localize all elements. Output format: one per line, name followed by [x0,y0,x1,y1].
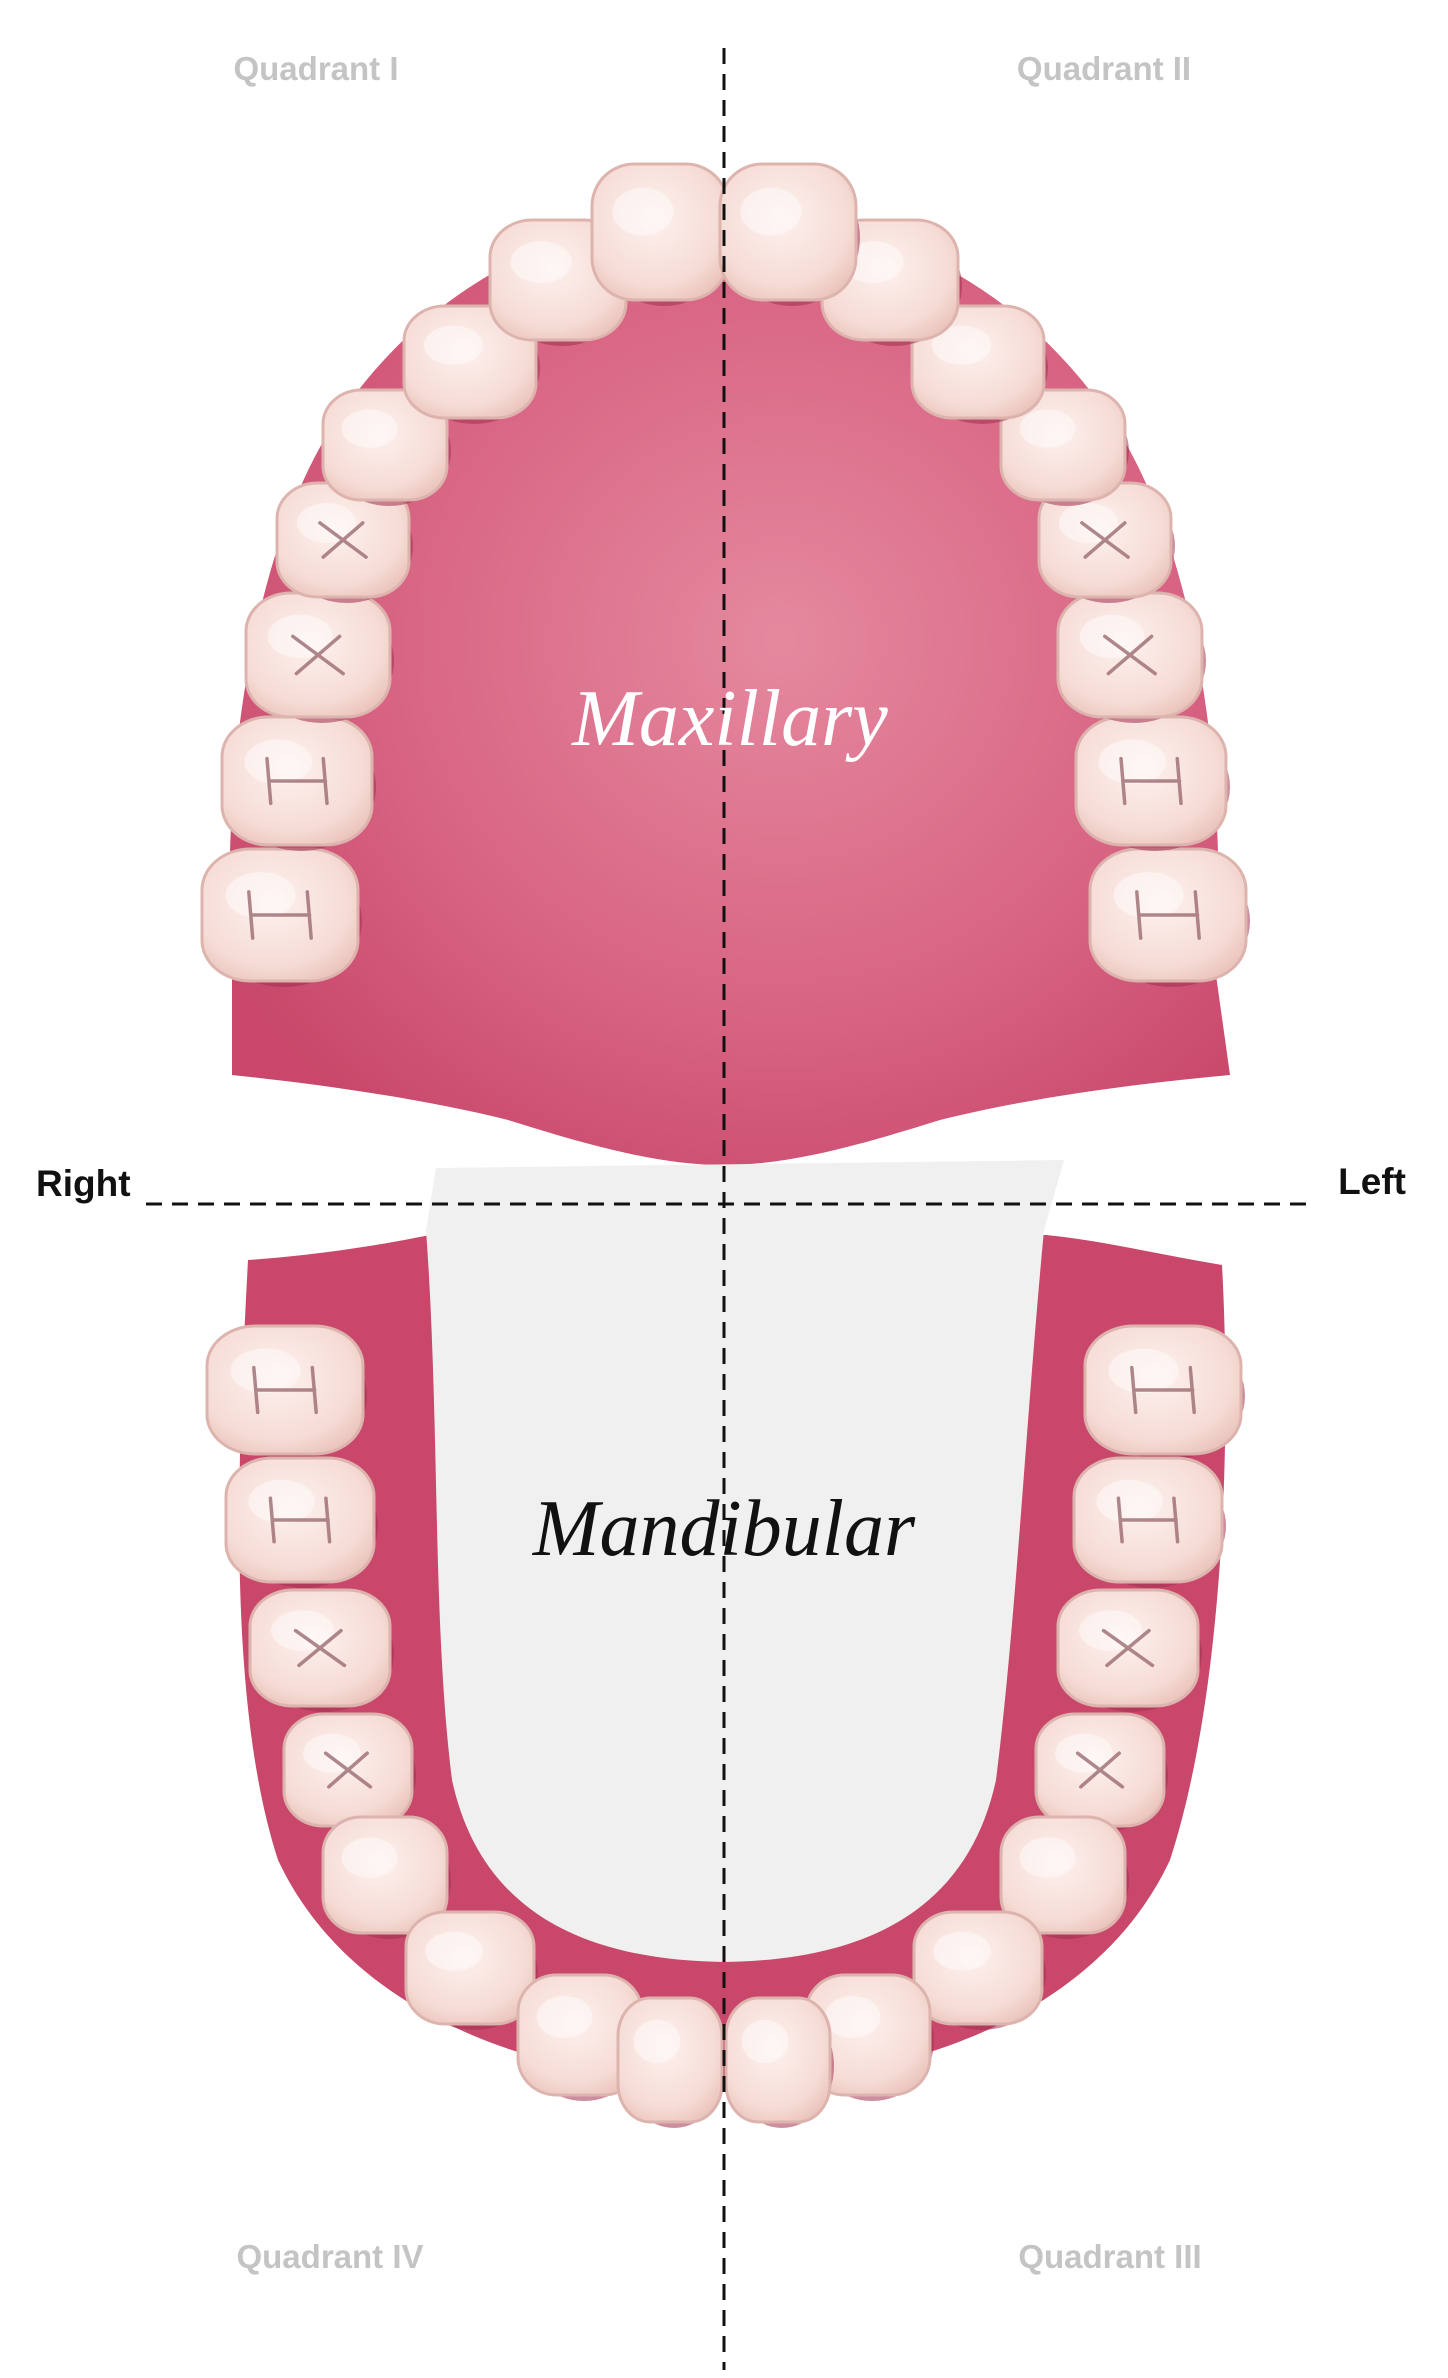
mandibular-tooth-right-6 [404,1910,538,2030]
maxillary-gum [229,210,1231,1165]
maxillary-tooth-left-4 [1037,481,1175,603]
maxillary-tooth-left-5 [999,388,1129,506]
mandibular-tooth-right-3 [248,1588,394,1712]
maxillary-tooth-right-1 [200,847,362,987]
mandibular-tooth-left-6 [912,1910,1046,2030]
maxillary-tooth-right-3 [244,591,394,723]
mandibular-tooth-left-8 [724,1996,834,2128]
mandibular-tooth-left-3 [1056,1588,1202,1712]
mandibular-tooth-left-4 [1034,1712,1168,1832]
mandibular-tooth-right-8 [616,1996,726,2128]
mandibular-tooth-left-1 [1083,1324,1245,1460]
left-label: Left [1338,1161,1406,1202]
mandibular-tooth-right-5 [321,1815,451,1939]
tongue [426,1160,1064,1962]
mandibular-tooth-left-7 [804,1973,934,2101]
maxillary-tooth-left-8 [718,162,860,306]
maxillary-tooth-right-8 [590,162,732,306]
mandibular-tooth-right-7 [516,1973,646,2101]
mandibular-tooth-right-1 [205,1324,367,1460]
maxillary-tooth-left-2 [1074,715,1230,851]
maxillary-tooth-right-4 [275,481,413,603]
right-label: Right [36,1163,131,1204]
maxillary-teeth [200,162,1250,987]
maxillary-tooth-left-3 [1056,591,1206,723]
quadrant-3-label: Quadrant III [1018,2238,1201,2275]
maxillary-tooth-right-2 [220,715,376,851]
maxillary-tooth-right-5 [321,388,451,506]
maxillary-tooth-left-1 [1088,847,1250,987]
mandibular-tooth-left-2 [1072,1456,1226,1588]
mandibular-tooth-right-2 [224,1456,378,1588]
quadrant-1-label: Quadrant I [233,50,398,87]
quadrant-4-label: Quadrant IV [236,2238,423,2275]
mandibular-tooth-left-5 [999,1815,1129,1939]
quadrant-2-label: Quadrant II [1017,50,1191,87]
mandibular-teeth [205,1324,1245,2128]
mandibular-tooth-right-4 [282,1712,416,1832]
maxillary-tooth-right-6 [402,304,540,424]
mandibular-label: Mandibular [532,1485,916,1573]
maxillary-label: Maxillary [571,675,888,763]
maxillary-tooth-left-6 [910,304,1048,424]
